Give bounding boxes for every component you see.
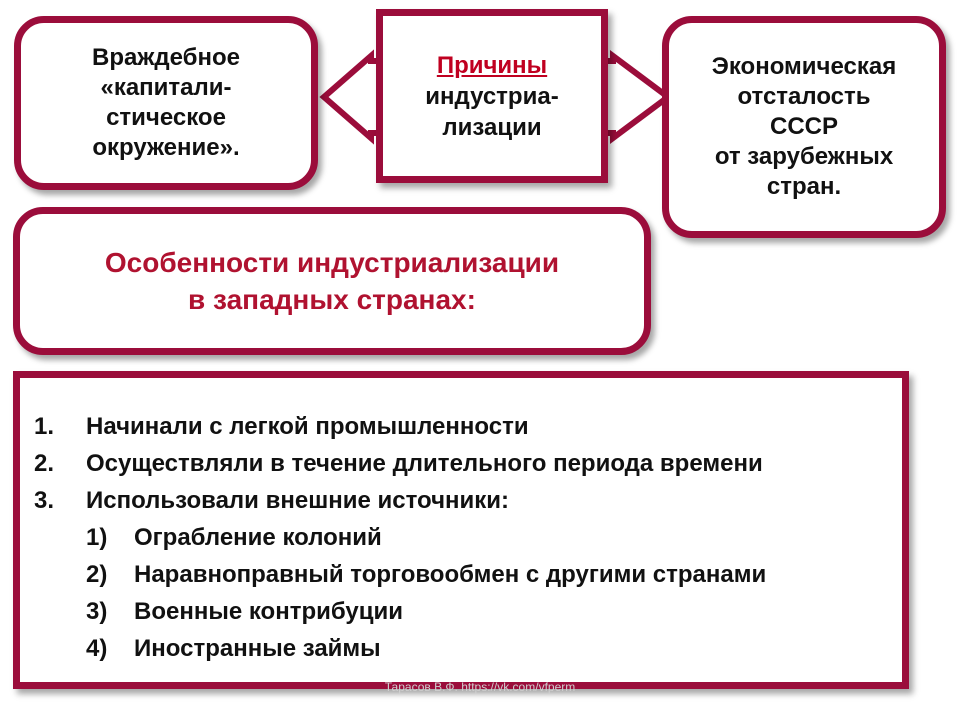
list-text: Начинали с легкой промышленности	[86, 413, 529, 440]
box-line: Экономическая	[711, 53, 897, 80]
list-item: 2. Осуществляли в течение длительного пе…	[28, 445, 902, 482]
box-line: «капитали-	[100, 74, 232, 101]
sublist-item: 4) Иностранные займы	[28, 630, 902, 667]
sublist-item: 2) Наравноправный торговообмен с другими…	[28, 556, 902, 593]
box-line: отсталость	[737, 83, 871, 110]
reasons-box: Причины индустриа- лизации	[376, 9, 608, 183]
heading-line: Особенности индустриализации	[104, 247, 560, 278]
sublist-text: Ограбление колоний	[134, 524, 382, 551]
list-item: 3. Использовали внешние источники:	[28, 482, 902, 519]
sublist-number: 1)	[86, 524, 108, 551]
sublist-number: 3)	[86, 598, 108, 625]
reasons-title: Причины	[436, 51, 548, 79]
sublist-number: 2)	[86, 561, 108, 588]
sublist-item: 1) Ограбление колоний	[28, 519, 902, 556]
sublist-text: Военные контрибуции	[134, 598, 403, 625]
western-features-heading-box: Особенности индустриализации в западных …	[13, 207, 651, 355]
heading-line: в западных странах:	[188, 284, 476, 315]
features-list-box: 1. Начинали с легкой промышленности 2. О…	[13, 371, 909, 689]
box-line: СССР	[769, 113, 838, 140]
sublist-number: 4)	[86, 635, 108, 662]
author-watermark: Тарасов В.Ф. https://vk.com/vfperm	[384, 680, 576, 694]
economic-backwardness-box: Экономическая отсталость СССР от зарубеж…	[662, 16, 946, 238]
box-line: стическое	[106, 104, 226, 131]
list-number: 2.	[34, 450, 55, 477]
hostile-environment-box: Враждебное «капитали- стическое окружени…	[14, 16, 318, 190]
sublist-text: Иностранные займы	[134, 635, 381, 662]
box-line: лизации	[442, 113, 542, 141]
box-line: окружение».	[92, 134, 240, 161]
list-item: 1. Начинали с легкой промышленности	[28, 408, 902, 445]
list-text: Осуществляли в течение длительного перио…	[86, 450, 763, 477]
sublist-text: Наравноправный торговообмен с другими ст…	[134, 561, 767, 588]
box-line: стран.	[766, 173, 842, 200]
box-line: от зарубежных	[714, 143, 894, 170]
sublist-item: 3) Военные контрибуции	[28, 593, 902, 630]
list-number: 3.	[34, 487, 55, 514]
box-line: Враждебное	[92, 44, 240, 71]
box-line: индустриа-	[425, 82, 559, 110]
right-arrow	[595, 50, 674, 144]
list-text: Использовали внешние источники:	[86, 487, 510, 514]
list-number: 1.	[34, 413, 55, 440]
